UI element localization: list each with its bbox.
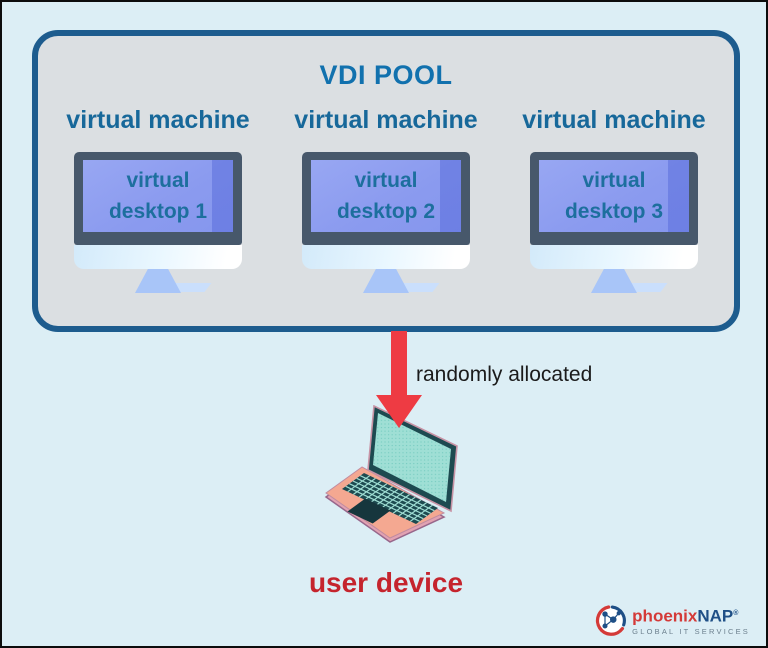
logo-brand: phoenixNAP® xyxy=(632,605,750,625)
monitor-frame: virtual desktop 2 xyxy=(302,152,470,245)
virtual-machine-3: virtual machine virtual desktop 3 xyxy=(508,105,720,293)
monitor-chin xyxy=(530,245,698,269)
monitor-screen: virtual desktop 3 xyxy=(539,160,689,232)
virtual-machine-label: virtual machine xyxy=(522,106,706,134)
virtual-desktop-label: virtual desktop 1 xyxy=(108,169,208,223)
monitor-screen: virtual desktop 2 xyxy=(311,160,461,232)
monitor-stand-area xyxy=(74,269,242,293)
monitor-chin xyxy=(74,245,242,269)
registered-mark: ® xyxy=(733,610,739,618)
virtual-machine-2: virtual machine virtual desktop 2 xyxy=(280,105,492,293)
logo-text: phoenixNAP® GLOBAL IT SERVICES xyxy=(632,605,750,636)
phoenixnap-logo: phoenixNAP® GLOBAL IT SERVICES xyxy=(594,604,750,637)
monitor-icon: virtual desktop 2 xyxy=(302,152,470,293)
virtual-machine-label: virtual machine xyxy=(294,106,478,134)
monitor-stand xyxy=(591,269,637,293)
monitor-chin xyxy=(302,245,470,269)
logo-brand-phoenix: phoenix xyxy=(632,606,698,626)
allocation-label: randomly allocated xyxy=(416,363,593,386)
laptop-icon xyxy=(324,405,458,543)
monitor-frame: virtual desktop 3 xyxy=(530,152,698,245)
vdi-pool-title: VDI POOL xyxy=(319,60,453,90)
monitor-stand xyxy=(135,269,181,293)
monitor-stand xyxy=(363,269,409,293)
monitor-icon: virtual desktop 1 xyxy=(74,152,242,293)
monitor-stand-area xyxy=(530,269,698,293)
keyboard-key-lines xyxy=(347,475,433,522)
vdi-pool-box: VDI POOL virtual machine virtual desktop… xyxy=(32,30,740,332)
monitor-stand-area xyxy=(302,269,470,293)
logo-tagline: GLOBAL IT SERVICES xyxy=(632,626,750,636)
monitor-icon: virtual desktop 3 xyxy=(530,152,698,293)
virtual-desktop-label: virtual desktop 2 xyxy=(336,169,436,223)
virtual-machine-1: virtual machine virtual desktop 1 xyxy=(52,105,264,293)
down-arrow-icon xyxy=(376,331,422,428)
machines-row: virtual machine virtual desktop 1 virt xyxy=(38,105,734,293)
laptop-screen-texture xyxy=(373,413,451,502)
logo-brand-nap: NAP xyxy=(697,606,734,626)
virtual-machine-label: virtual machine xyxy=(66,106,250,134)
monitor-frame: virtual desktop 1 xyxy=(74,152,242,245)
virtual-desktop-label: virtual desktop 3 xyxy=(564,169,664,223)
laptop-touchpad xyxy=(347,498,391,524)
monitor-screen: virtual desktop 1 xyxy=(83,160,233,232)
user-device-label: user device xyxy=(308,567,464,598)
keyboard-row-lines xyxy=(345,475,435,522)
globe-network-icon xyxy=(596,605,627,636)
